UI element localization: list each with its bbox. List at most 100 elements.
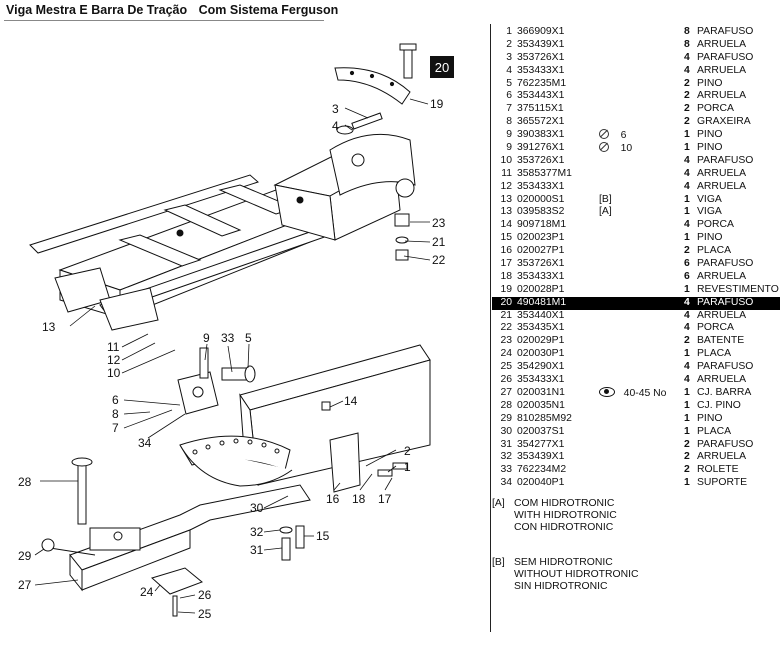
part-ref: 1 — [506, 26, 512, 37]
part-quantity: 1 — [684, 425, 690, 437]
part-number: 909718M1 — [517, 219, 567, 231]
drawbar-assembly-drawing — [41, 344, 431, 617]
part-quantity: 2 — [684, 77, 690, 89]
part-description: PORCA — [697, 103, 734, 115]
part-number: 762234M2 — [517, 464, 567, 476]
callout-2: 2 — [404, 444, 411, 458]
part-note: 40-45 No — [599, 386, 667, 401]
part-quantity: 4 — [684, 64, 690, 76]
title-underline — [4, 20, 324, 21]
highlight-badge-label: 20 — [435, 60, 449, 75]
part-note-text: 10 — [620, 143, 633, 155]
part-number: 353433X1 — [517, 64, 565, 76]
footnote-text: WITHOUT HIDROTRONIC — [514, 569, 639, 580]
callout-11: 11 — [107, 340, 120, 354]
part-number: 020027P1 — [517, 245, 565, 257]
part-description: ARRUELA — [697, 270, 747, 282]
footnote-text: WITH HIDROTRONIC — [514, 510, 617, 521]
callout-9: 9 — [203, 331, 210, 345]
part-number: 353726X1 — [517, 258, 565, 270]
callout-24: 24 — [140, 585, 154, 599]
part-number: 020040P1 — [517, 477, 565, 489]
part-ref: 28 — [500, 399, 512, 411]
part-ref: 23 — [500, 335, 512, 347]
part-description: PLACA — [697, 348, 732, 360]
part-quantity: 8 — [684, 38, 690, 50]
part-number: 020035N1 — [517, 399, 565, 411]
part-ref: 22 — [500, 322, 512, 334]
footnote-text: CON HIDROTRONIC — [514, 522, 614, 533]
part-description: PLACA — [697, 425, 732, 437]
part-quantity: 1 — [684, 386, 690, 398]
part-description: ARRUELA — [697, 309, 747, 321]
part-ref: 21 — [500, 309, 512, 321]
part-description: ARRUELA — [697, 374, 747, 386]
part-quantity: 4 — [684, 361, 690, 373]
part-quantity: 1 — [684, 193, 690, 205]
footnote-line: [A]COM HIDROTRONIC — [492, 498, 639, 510]
part-number: 762235M1 — [517, 77, 567, 89]
part-ref: 20 — [500, 296, 512, 308]
exploded-parts-diagram: 20 3 4 19 — [18, 43, 454, 621]
part-number: 020030P1 — [517, 348, 565, 360]
part-number: 353433X1 — [517, 270, 565, 282]
part-note-text: 6 — [620, 130, 627, 142]
part-quantity: 1 — [684, 399, 690, 411]
part-description: ARRUELA — [697, 167, 747, 179]
part-ref: 12 — [500, 180, 512, 192]
part-description: ARRUELA — [697, 90, 747, 102]
part-description: VIGA — [697, 206, 722, 218]
part-number: 390383X1 — [517, 129, 565, 141]
callout-21: 21 — [432, 235, 446, 249]
part-number: 020000S1 — [517, 193, 565, 205]
footnote-tag: [B] — [492, 557, 505, 568]
part-ref: 29 — [500, 412, 512, 424]
part-quantity: 4 — [684, 219, 690, 231]
part-note-text: [B] — [599, 193, 612, 205]
title-main: Viga Mestra E Barra De Tração — [6, 3, 188, 17]
callout-29: 29 — [18, 549, 32, 563]
part-quantity: 4 — [684, 296, 690, 308]
part-ref: 9 — [506, 142, 512, 154]
part-ref: 10 — [500, 154, 512, 166]
part-description: GRAXEIRA — [697, 116, 751, 128]
callout-5: 5 — [245, 331, 252, 345]
callout-33: 33 — [221, 331, 235, 345]
callout-16: 16 — [326, 492, 340, 506]
part-number: 020028P1 — [517, 283, 565, 295]
part-quantity: 4 — [684, 154, 690, 166]
footnote-text: SIN HIDROTRONIC — [514, 581, 608, 592]
part-note-text: 40-45 No — [623, 387, 667, 399]
part-number: 020037S1 — [517, 425, 565, 437]
callout-13: 13 — [42, 320, 56, 334]
callout-25: 25 — [198, 607, 212, 621]
part-description: ARRUELA — [697, 451, 747, 463]
callout-28: 28 — [18, 475, 32, 489]
part-description: PINO — [697, 412, 723, 424]
part-number: 353433X1 — [517, 374, 565, 386]
part-ref: 30 — [500, 425, 512, 437]
part-number: 391276X1 — [517, 142, 565, 154]
part-description: PORCA — [697, 322, 734, 334]
callout-15: 15 — [316, 529, 330, 543]
part-description: ROLETE — [697, 464, 739, 476]
part-number: 020029P1 — [517, 335, 565, 347]
part-ref: 19 — [500, 283, 512, 295]
